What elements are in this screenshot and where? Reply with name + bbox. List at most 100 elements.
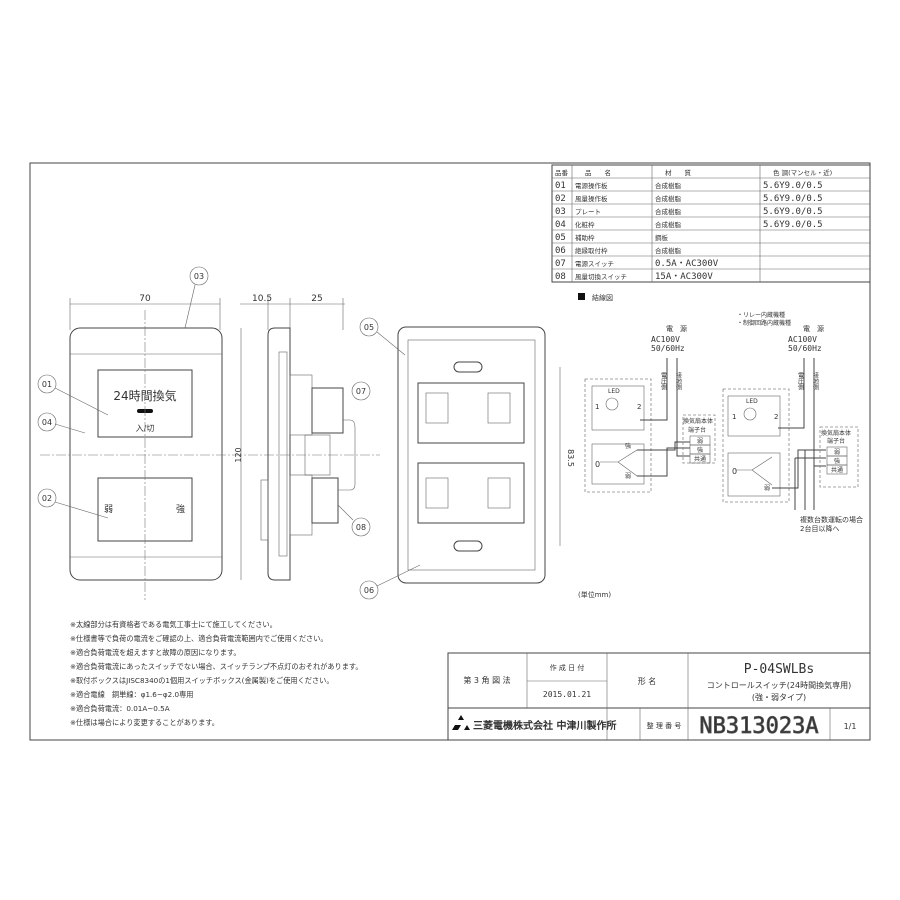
table-cell: 補助枠	[575, 233, 595, 242]
terminal-label: 強	[697, 446, 703, 454]
table-cell: 5.6Y9.0/0.5	[763, 220, 823, 230]
table-cell: 03	[555, 207, 566, 217]
sheet-number: 1/1	[844, 722, 857, 731]
note-line: ※仕様書等で負荷の電流をご確認の上、適合負荷電流範囲内でご使用ください。	[70, 634, 328, 643]
power-freq-left: 50/60Hz	[651, 344, 685, 353]
power-label-right: 電 源	[803, 324, 824, 333]
t2-left: 2	[637, 403, 641, 411]
back-view: 83.5 05 06	[359, 317, 575, 600]
terminal-block-left: 端子台	[688, 426, 706, 434]
dim-height: 120	[234, 447, 243, 462]
terminal-label: 弱	[834, 449, 840, 456]
table-cell: 02	[555, 194, 566, 204]
power-spec-right: AC100V	[788, 335, 817, 344]
callout-01: 01	[42, 380, 52, 389]
side-view: 10.5 25 07 08	[240, 294, 371, 581]
title-block: 第 3 角 図 法 作 成 日 付 2015.01.21 形 名 P-04SWL…	[29, 652, 871, 741]
callout-05: 05	[364, 323, 374, 332]
table-cell: 04	[555, 220, 566, 230]
drawing-no-label: 整 理 番 号	[647, 721, 682, 730]
t0-right: 0	[732, 467, 737, 476]
table-cell: 絶縁取付枠	[575, 246, 608, 255]
callout-03: 03	[194, 272, 204, 281]
table-header: 材 質	[665, 168, 692, 177]
drawing-number: NB313023A	[699, 714, 818, 739]
table-cell: 5.6Y9.0/0.5	[763, 207, 823, 217]
table-header: 品番	[555, 169, 569, 177]
dim-width: 70	[139, 294, 151, 304]
power-spec-left: AC100V	[651, 335, 680, 344]
table-cell: 電源スイッチ	[575, 259, 614, 268]
callout-07: 07	[356, 387, 366, 396]
weak-left: 弱	[625, 473, 631, 480]
unit-note: (単位mm)	[578, 590, 611, 599]
table-cell: 合成樹脂	[655, 194, 682, 203]
fan-body-left: 換気扇本体	[683, 417, 713, 425]
dim-depth-a: 10.5	[252, 294, 272, 304]
model-label: 形 名	[638, 676, 657, 686]
fan-body-right: 換気扇本体	[821, 429, 851, 437]
terminal-label: 共通	[694, 455, 706, 463]
callout-08: 08	[356, 523, 366, 532]
table-cell: 合成樹脂	[655, 181, 682, 190]
date-label: 作 成 日 付	[550, 663, 585, 672]
product-description: コントロールスイッチ(24時間換気専用)	[707, 680, 851, 690]
table-cell: 合成樹脂	[655, 246, 682, 255]
terminal-label: 強	[834, 457, 840, 465]
power-label-left: 電 源	[666, 324, 687, 333]
led-label-left: LED	[608, 388, 620, 395]
note-line: ※適合電線 銅単線：φ1.6~φ2.0専用	[70, 690, 193, 699]
front-view: 70 24時間換気 入/切 弱 強 120 03 01 04 02	[37, 266, 380, 600]
label-weak: 弱	[104, 504, 113, 515]
note-line: ※適合負荷電流：0.01A~0.5A	[70, 704, 170, 713]
t1-left: 1	[595, 403, 599, 411]
table-cell: 鋼板	[655, 233, 669, 242]
table-cell: 合成樹脂	[655, 220, 682, 229]
note-line: ※太線部分は有資格者である電気工事士にて施工してください。	[70, 620, 277, 629]
note-line: ※取付ボックスはJISC8340の1個用スイッチボックス(金属製)をご使用くださ…	[70, 676, 334, 685]
note-relay: ・リレー内蔵機種	[737, 311, 785, 319]
table-cell: 06	[555, 246, 566, 256]
wiring-title: 結線図	[592, 293, 613, 302]
projection-method: 第 3 角 図 法	[463, 675, 510, 685]
table-cell: 07	[555, 259, 566, 269]
plate-outline	[69, 327, 223, 581]
ground-side-right: 接地側	[812, 371, 819, 390]
terminal-block-right: 端子台	[827, 437, 845, 445]
table-cell: 合成樹脂	[655, 207, 682, 216]
table-cell: 風量操作板	[575, 194, 608, 203]
table-cell: 5.6Y9.0/0.5	[763, 194, 823, 204]
weak-right: 弱	[764, 485, 770, 492]
wiring-diagram: 結線図 電 源 AC100V 50/60Hz 電圧側 接地側 LED 1 2 0…	[578, 293, 863, 533]
note-control: ・制御回路内蔵機種	[737, 319, 791, 327]
dim-depth-b: 25	[311, 294, 322, 304]
dim-pitch: 83.5	[566, 449, 575, 467]
table-cell: 05	[555, 233, 566, 243]
t0-left: 0	[595, 460, 600, 469]
table-cell: 電源操作板	[575, 181, 608, 190]
company-name: 三菱電機株式会社 中津川製作所	[473, 719, 616, 732]
multi-unit-note-2: 2台目以降へ	[800, 524, 839, 533]
table-header: 品 名	[585, 168, 611, 177]
table-header: 色 調(マンセル・近)	[773, 168, 832, 177]
table-cell: 化粧枠	[575, 220, 595, 229]
terminal-label: 共通	[831, 466, 843, 474]
table-cell: 風量切換スイッチ	[575, 272, 627, 281]
table-cell: 08	[555, 272, 566, 282]
mitsubishi-logo-icon	[452, 715, 470, 730]
product-type: (強・弱タイプ)	[752, 692, 806, 702]
voltage-side-right: 電圧側	[797, 372, 804, 390]
multi-unit-note-1: 複数台数運転の場合	[800, 515, 863, 524]
creation-date: 2015.01.21	[543, 690, 591, 699]
terminal-label: 弱	[697, 438, 703, 445]
note-line: ※適合負荷電流にあったスイッチでない場合、スイッチランプ不点灯のおそれがあります…	[70, 662, 363, 671]
table-cell: 5.6Y9.0/0.5	[763, 181, 823, 191]
voltage-side-left: 電圧側	[660, 372, 667, 390]
note-line: ※仕様は場合により変更することがあります。	[70, 718, 219, 727]
ground-side-left: 接地側	[675, 371, 682, 390]
notes: ※太線部分は有資格者である電気工事士にて施工してください。 ※仕様書等で負荷の電流…	[70, 620, 363, 727]
t1-right: 1	[732, 413, 736, 421]
label-strong: 強	[176, 503, 185, 515]
